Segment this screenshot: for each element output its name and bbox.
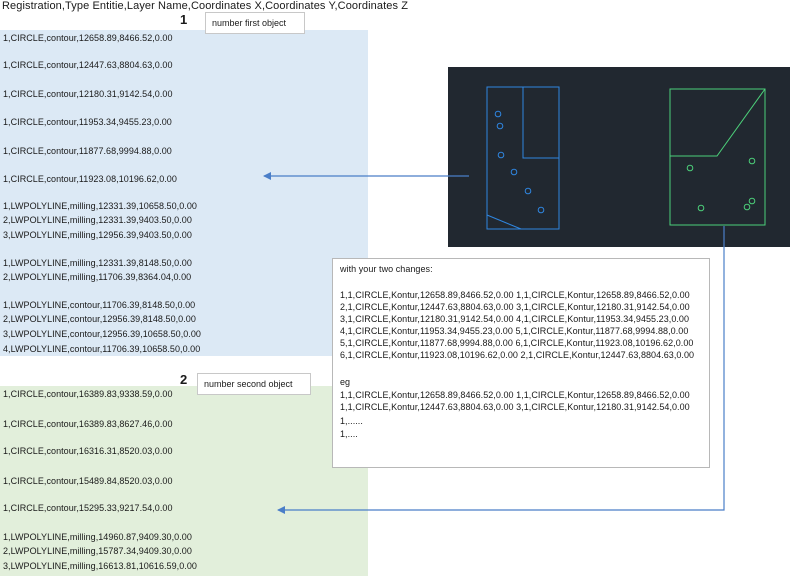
first-object-number: 1 [180, 12, 188, 27]
blue-circle [524, 187, 532, 195]
changes-line: 5,1,CIRCLE,Kontur,11877.68,9994.88,0.00 … [340, 338, 694, 348]
object2-line: 1,CIRCLE,contour,15295.33,9217.54,0.00 [3, 503, 173, 513]
cad-drawing [448, 67, 790, 247]
green-milling-path [670, 88, 766, 157]
object1-line: 1,CIRCLE,contour,12447.63,8804.63,0.00 [3, 60, 173, 70]
blue-circle [494, 110, 502, 118]
green-outline [669, 88, 766, 226]
object1-line: 2,LWPOLYLINE,milling,12331.39,9403.50,0.… [3, 215, 192, 225]
first-object-label: number first object [205, 12, 305, 34]
blue-milling-path [522, 87, 559, 159]
object1-line: 1,CIRCLE,contour,11953.34,9455.23,0.00 [3, 117, 172, 127]
blue-corner-line [486, 214, 522, 230]
green-circle [748, 197, 756, 205]
object1-line: 1,LWPOLYLINE,contour,11706.39,8148.50,0.… [3, 300, 196, 310]
first-object-shape [486, 86, 560, 230]
changes-line: 4,1,CIRCLE,Kontur,11953.34,9455.23,0.00 … [340, 326, 689, 336]
green-circle [743, 203, 751, 211]
object1-line: 3,LWPOLYLINE,contour,12956.39,10658.50,0… [3, 329, 201, 339]
second-object-label: number second object [197, 373, 311, 395]
object1-line: 1,CIRCLE,contour,11877.68,9994.88,0.00 [3, 146, 172, 156]
blue-circle [496, 122, 504, 130]
first-object-panel [0, 30, 368, 356]
column-header: Registration,Type Entitie,Layer Name,Coo… [2, 0, 409, 12]
object1-line: 1,LWPOLYLINE,milling,12331.39,10658.50,0… [3, 201, 197, 211]
changes-title: with your two changes: [340, 264, 433, 274]
eg-line: 1,.... [340, 429, 358, 439]
second-object-panel [0, 386, 368, 576]
object1-line: 2,LWPOLYLINE,contour,12956.39,8148.50,0.… [3, 314, 196, 324]
object2-line: 2,LWPOLYLINE,milling,15787.34,9409.30,0.… [3, 546, 192, 556]
changes-line: 3,1,CIRCLE,Kontur,12180.31,9142.54,0.00 … [340, 314, 690, 324]
green-circle [697, 204, 705, 212]
object1-line: 1,CIRCLE,contour,12658.89,8466.52,0.00 [3, 33, 173, 43]
object1-line: 3,LWPOLYLINE,milling,12956.39,9403.50,0.… [3, 230, 192, 240]
second-object-number: 2 [180, 372, 188, 387]
green-circle [686, 164, 694, 172]
eg-line: 1,1,CIRCLE,Kontur,12658.89,8466.52,0.00 … [340, 390, 690, 400]
blue-circle [497, 151, 505, 159]
second-object-shape [669, 88, 766, 226]
object1-line: 2,LWPOLYLINE,milling,11706.39,8364.04,0.… [3, 272, 192, 282]
object2-line: 1,CIRCLE,contour,16316.31,8520.03,0.00 [3, 446, 173, 456]
object2-line: 1,CIRCLE,contour,16389.83,9338.59,0.00 [3, 389, 173, 399]
object1-line: 1,CIRCLE,contour,12180.31,9142.54,0.00 [3, 89, 173, 99]
eg-line: 1,...... [340, 416, 363, 426]
object1-line: 4,LWPOLYLINE,contour,11706.39,10658.50,0… [3, 344, 201, 354]
eg-label: eg [340, 377, 351, 387]
green-circle [748, 157, 756, 165]
blue-circle [537, 206, 545, 214]
object1-line: 1,CIRCLE,contour,11923.08,10196.62,0.00 [3, 174, 177, 184]
cad-canvas [486, 86, 766, 230]
eg-line: 1,1,CIRCLE,Kontur,12447.63,8804.63,0.00 … [340, 402, 690, 412]
changes-line: 1,1,CIRCLE,Kontur,12658.89,8466.52,0.00 … [340, 290, 690, 300]
object2-line: 1,LWPOLYLINE,milling,14960.87,9409.30,0.… [3, 532, 192, 542]
second-object-arrow [277, 226, 725, 514]
object2-line: 3,LWPOLYLINE,milling,16613.81,10616.59,0… [3, 561, 197, 571]
blue-circle [510, 168, 518, 176]
changes-note-box: with your two changes: 1,1,CIRCLE,Kontur… [332, 258, 710, 468]
object2-line: 1,CIRCLE,contour,15489.84,8520.03,0.00 [3, 476, 173, 486]
object2-line: 1,CIRCLE,contour,16389.83,8627.46,0.00 [3, 419, 173, 429]
changes-line: 2,1,CIRCLE,Kontur,12447.63,8804.63,0.00 … [340, 302, 690, 312]
changes-line: 6,1,CIRCLE,Kontur,11923.08,10196.62,0.00… [340, 350, 695, 360]
object1-line: 1,LWPOLYLINE,milling,12331.39,8148.50,0.… [3, 258, 192, 268]
